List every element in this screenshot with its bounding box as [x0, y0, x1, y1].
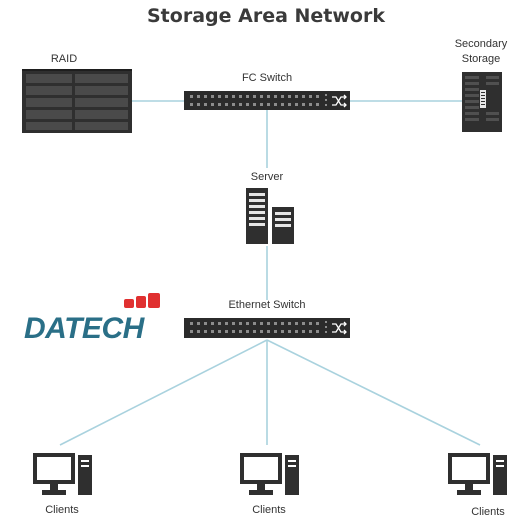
server-label: Server	[250, 171, 284, 183]
client-2-label: Clients	[252, 504, 286, 516]
link-ethernet-switch-client-3	[266, 339, 481, 446]
diagram-title: Storage Area Network	[147, 5, 385, 27]
logo-wordmark: DATECH	[24, 312, 146, 345]
fc-switch-label: FC Switch	[241, 72, 293, 84]
datech-logo: DATECH	[24, 293, 160, 345]
logo-mark	[124, 293, 160, 308]
fc-switch-icon	[184, 91, 350, 110]
client-3-icon	[448, 453, 507, 495]
raid-label: RAID	[50, 53, 78, 65]
connections	[59, 100, 481, 446]
client-2-icon	[240, 453, 299, 495]
ethernet-switch-icon	[184, 318, 350, 338]
secondary-storage-label-line1: Secondary	[454, 38, 508, 50]
shuffle-icon	[332, 321, 347, 335]
shuffle-icon	[332, 94, 347, 108]
raid-icon	[22, 69, 132, 133]
client-1-icon	[33, 453, 92, 495]
secondary-storage-label-line2: Storage	[461, 53, 501, 65]
secondary-storage-icon	[462, 72, 502, 132]
server-icon	[246, 188, 294, 244]
client-1-label: Clients	[45, 504, 79, 516]
link-ethernet-switch-client-1	[59, 339, 268, 446]
client-3-label: Clients	[471, 506, 505, 518]
ethernet-switch-label: Ethernet Switch	[228, 299, 306, 311]
